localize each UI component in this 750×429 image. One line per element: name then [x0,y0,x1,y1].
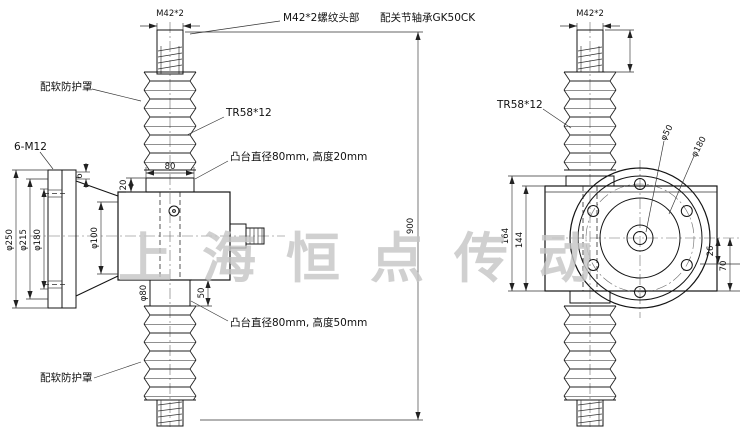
right-screw-bottom [576,399,604,427]
dim-6: 6 [75,173,85,178]
dim-phi80: φ80 [139,285,149,301]
bolt-holes [587,178,693,298]
dim-900: 900 [406,218,416,234]
dim-phi180: φ180 [33,229,43,251]
dim-80: 80 [165,162,176,172]
centerlines [30,22,742,427]
dim-phi180-right: φ180 [690,135,709,159]
label-6m12: 6-M12 [14,141,47,153]
dim-26: 26 [706,246,716,257]
left-flange-funnel [75,180,119,297]
dim-phi215: φ215 [19,229,29,251]
right-bellows-top [560,71,620,171]
watermark-text: 上海恒点传动 [118,226,622,290]
left-bellows-top [140,71,200,171]
right-bellows-bottom [560,305,620,401]
left-view-dimensions: M42*2 900 80 20 φ250 φ215 φ180 [5,9,423,421]
note-joint-bearing: 配关节轴承GK50CK [380,11,476,24]
right-boss-bottom [569,290,611,304]
left-view [44,29,265,427]
dim-20: 20 [119,180,129,191]
dim-144: 144 [515,232,525,248]
note-boss-bottom: 凸台直径80mm, 高度50mm [230,316,367,329]
dim-phi250: φ250 [5,229,15,251]
dim-70: 70 [719,261,729,272]
left-screw-bottom [156,399,184,427]
bolt-circle [585,183,695,293]
label-cover-top: 配软防护罩 [40,80,93,93]
dim-phi50: φ50 [659,123,676,142]
left-flange-plates [44,169,77,309]
right-flange-face [569,167,711,309]
label-cover-bottom: 配软防护罩 [40,371,93,384]
dim-50: 50 [197,288,207,299]
dim-phi100: φ100 [90,227,100,249]
left-worm-shaft [229,223,265,249]
dim-164: 164 [501,228,511,244]
label-tr58-left: TR58*12 [225,107,272,119]
note-thread-head: M42*2螺纹头部 [283,11,359,24]
note-boss-top: 凸台直径80mm, 高度20mm [230,150,367,163]
dim-m42-left: M42*2 [156,9,184,19]
callouts: M42*2螺纹头部 配关节轴承GK50CK 配软防护罩 TR58*12 6-M1… [14,11,572,384]
right-view [544,29,718,427]
label-tr58-right: TR58*12 [496,99,543,111]
oil-plug [168,205,180,217]
left-bellows-bottom [140,305,200,401]
dim-m42-right: M42*2 [576,9,604,19]
